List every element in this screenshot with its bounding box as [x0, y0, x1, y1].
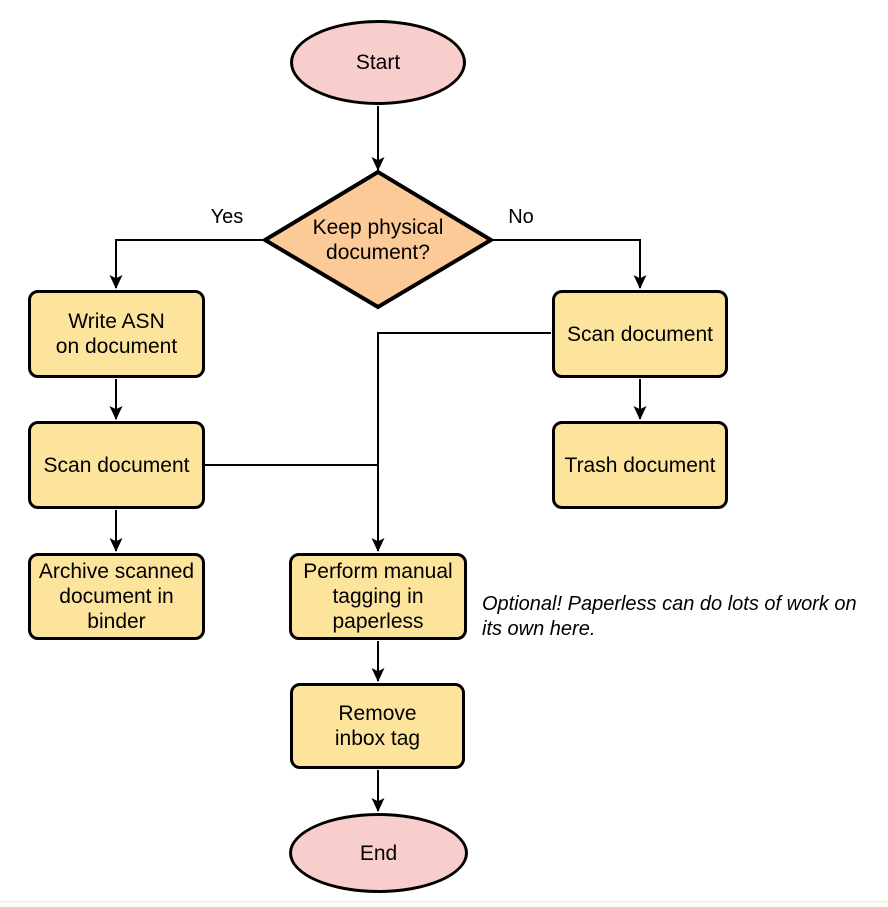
annotation-optional-note: Optional! Paperless can do lots of work …	[482, 592, 857, 642]
node-decision-label: Keep physical document?	[288, 214, 468, 266]
node-end-label: End	[359, 841, 398, 865]
node-line: Perform manual	[303, 560, 453, 583]
decision-diamond	[261, 169, 495, 310]
node-line: Scan document	[567, 322, 713, 346]
node-remove-inbox-tag: Remove inbox tag	[290, 683, 465, 769]
node-line: tagging in	[332, 585, 424, 608]
node-line: Write ASN	[68, 310, 165, 333]
edge-label-yes: Yes	[210, 206, 244, 228]
node-line: binder	[87, 610, 146, 633]
node-line: on document	[55, 335, 178, 358]
node-line: inbox tag	[334, 727, 421, 750]
node-start: Start	[290, 20, 466, 105]
edge-decision-yes-to-write-asn	[109, 239, 267, 289]
node-start-label: Start	[355, 51, 401, 74]
node-line: Archive scanned	[38, 560, 195, 583]
node-line: Remove	[338, 702, 417, 725]
node-trash-document: Trash document	[552, 421, 728, 509]
decision-line: Keep physical	[312, 216, 444, 239]
node-write-asn: Write ASN on document	[28, 290, 205, 378]
bottom-divider	[0, 901, 888, 907]
node-archive-binder: Archive scanned document in binder	[28, 553, 205, 640]
node-line: Scan document	[43, 453, 190, 477]
edge-scan-right-to-tagging	[371, 332, 551, 552]
node-line: paperless	[332, 610, 424, 633]
node-manual-tagging: Perform manual tagging in paperless	[289, 553, 467, 640]
annotation-line: Optional! Paperless can do lots of work …	[482, 593, 857, 615]
edge-label-no: No	[508, 206, 534, 228]
edge-decision-no-to-scan-right	[489, 239, 647, 289]
decision-line: document?	[326, 241, 430, 264]
node-line: document in	[59, 585, 174, 608]
node-line: Trash document	[564, 453, 716, 477]
annotation-line: its own here.	[482, 618, 596, 640]
node-end: End	[289, 813, 468, 893]
node-scan-document-left: Scan document	[28, 421, 205, 509]
node-scan-document-right: Scan document	[552, 290, 728, 378]
